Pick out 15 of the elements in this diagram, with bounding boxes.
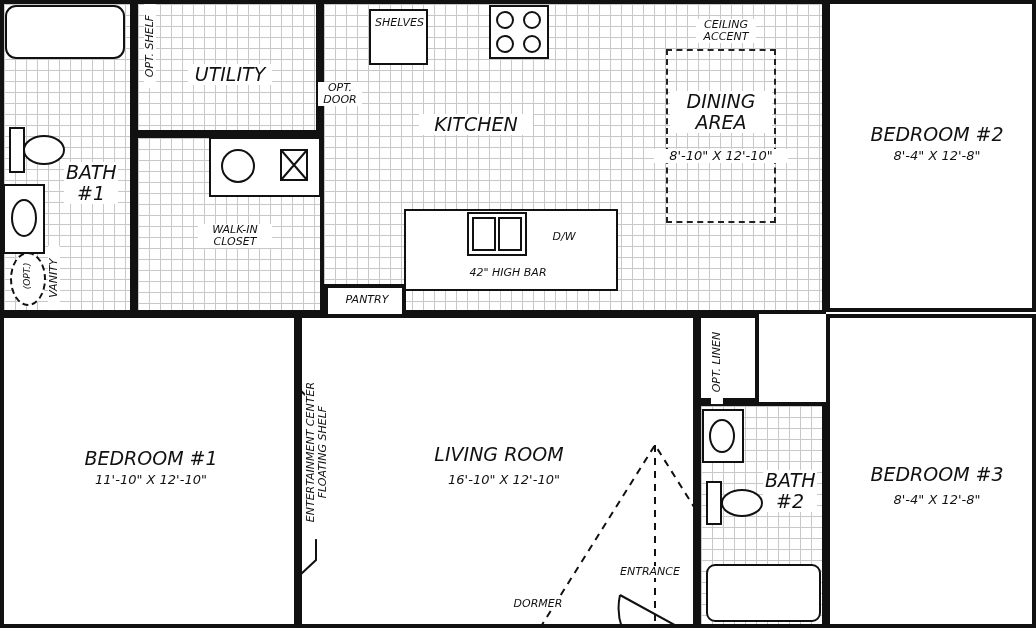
shelf-cabinet bbox=[369, 9, 428, 65]
shelf-note: OPT. SHELF bbox=[143, 4, 157, 89]
door-note: OPT. DOOR bbox=[318, 82, 362, 107]
note-label: CEILING ACCENT bbox=[696, 19, 756, 44]
room-name-label: DINING AREA bbox=[670, 91, 772, 133]
room-name-label: KITCHEN bbox=[419, 114, 533, 135]
room-dimensions: 8'-10" X 12'-10" bbox=[654, 149, 788, 164]
room-area bbox=[826, 314, 1036, 628]
room-name-label: BATH #1 bbox=[64, 162, 118, 204]
vanity-label: VANITY bbox=[47, 246, 61, 311]
room-name-label: UTILITY bbox=[188, 64, 272, 85]
room-name-label: WALK-IN CLOSET bbox=[198, 224, 272, 249]
room-area bbox=[826, 0, 1036, 312]
room-name-label: BATH #2 bbox=[763, 470, 817, 512]
option-label: (OPT.) bbox=[23, 261, 33, 292]
